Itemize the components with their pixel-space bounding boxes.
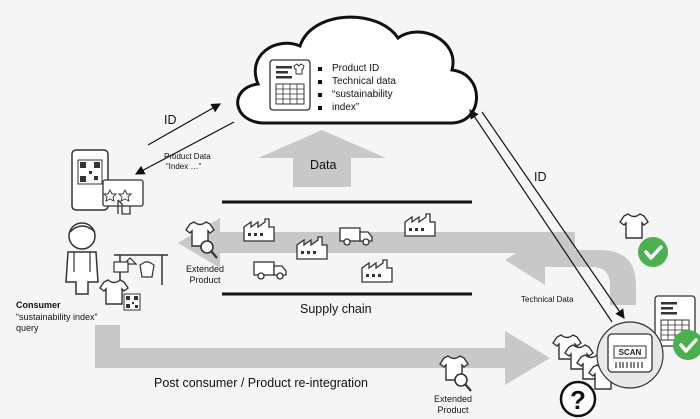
factory-icon: [404, 213, 436, 237]
data-label: Data: [310, 158, 337, 172]
id-label-left: ID: [164, 113, 177, 127]
cloud-bullet-list: Product ID Technical data “sustainabilit…: [318, 62, 396, 114]
scanner-icon: [596, 321, 664, 389]
cloud-item: “sustainability: [318, 88, 396, 101]
extended-product-label: Extended: [433, 394, 473, 404]
question-icon: [559, 380, 597, 418]
consumer-title: Consumer: [16, 300, 61, 310]
consumer-query: query: [16, 323, 39, 333]
id-arrow-right: [469, 109, 613, 323]
supply-chain-label: Supply chain: [300, 302, 372, 316]
supply-chain-arrow: [178, 218, 575, 268]
product-data-label: Product Data: [164, 152, 211, 161]
check-icon: [636, 235, 670, 269]
technical-data-arrow-line: [481, 111, 625, 319]
qr-code-icon: [123, 293, 141, 311]
truck-icon: [253, 261, 287, 280]
product-data-arrow: [134, 121, 235, 175]
cloud-item: Product ID: [318, 62, 396, 75]
document-icon: [269, 59, 311, 111]
rating-card-icon: [102, 179, 144, 215]
shirt-icon: [619, 213, 649, 239]
consumer-icon: [65, 222, 99, 295]
question-mark: ?: [570, 385, 586, 415]
technical-data-label: Technical Data: [521, 295, 574, 304]
index-label: “Index …”: [166, 162, 202, 171]
id-arrow-left: [147, 103, 222, 146]
extended-product-label: Product: [437, 405, 469, 415]
factory-icon: [243, 218, 275, 242]
cloud-item: Technical data: [318, 75, 396, 88]
post-consumer-arrow: [95, 325, 550, 385]
cloud-item-continued: index”: [318, 101, 396, 114]
magnifier-icon: [200, 240, 218, 259]
phone-icon: [71, 149, 109, 211]
post-consumer-label: Post consumer / Product re-integration: [154, 376, 368, 390]
scan-label: SCAN: [619, 348, 642, 357]
id-label-right: ID: [534, 170, 547, 184]
extended-product-label: Extended: [185, 264, 225, 274]
extended-product-label: Product: [189, 275, 221, 285]
factory-icon: [361, 259, 393, 283]
technical-data-arrow: [505, 235, 636, 305]
magnifier-icon: [454, 373, 472, 392]
data-arrow: [258, 130, 386, 187]
consumer-query: “sustainability index”: [16, 312, 98, 322]
